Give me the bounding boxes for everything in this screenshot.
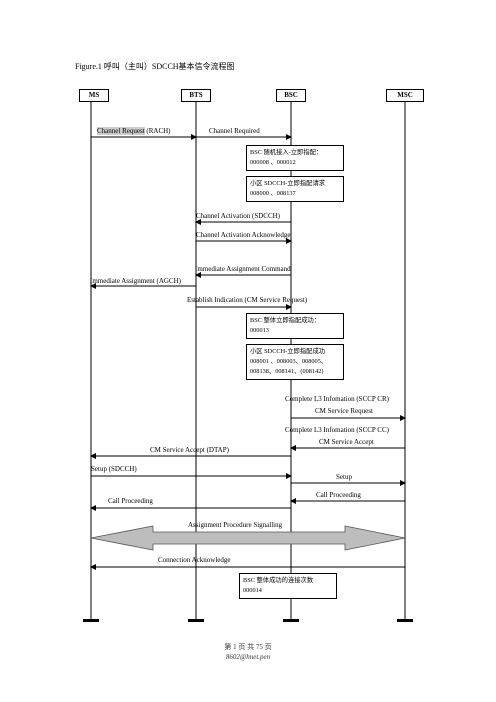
counter-box-line: 000013 (250, 327, 269, 334)
msg-channel-request: Channel Request (RACH) (97, 127, 171, 136)
msg-connection-ack: Connection Acknowledge (158, 556, 231, 564)
msg-cm-service-accept-dtap: CM Service Accept (DTAP) (150, 446, 229, 454)
footer-email: 8602@hnet.pen (225, 653, 271, 661)
counter-box-connections: BSC 整体成功的连接次数 000014 (239, 573, 337, 599)
msg-cm-service-accept: CM Service Accept (319, 438, 374, 446)
msg-setup-sdcch: Setup (SDCCH) (91, 465, 137, 473)
counter-box-assignment-success: BSC 整体立即指配成功： 000013 (246, 313, 344, 339)
counter-box-line: 008138、008141、(008142) (250, 368, 324, 375)
counter-box-line: BSC 随机接入-立即指配： (250, 149, 323, 156)
msg-immediate-assignment-agch: Immediate Assignment (AGCH) (90, 277, 181, 285)
counter-box-line: 小区 SDCCH-立即指配请求 (250, 180, 326, 187)
msg-call-proceeding-msc: Call Proceeding (316, 491, 361, 499)
msg-channel-request-name: Channel Request (97, 127, 145, 135)
counter-box-sdcch-success: 小区 SDCCH-立即指配成功 008001 、008003、008005、 0… (246, 344, 344, 380)
msg-immediate-assignment-command: Immediate Assignment Command (195, 265, 291, 273)
counter-box-line: 小区 SDCCH-立即指配成功 (250, 348, 326, 355)
msg-channel-required: Channel Required (209, 127, 260, 135)
msg-cm-service-request: CM Service Request (315, 407, 373, 415)
lifeline-foot-ms (83, 619, 99, 622)
counter-box-line: BSC 整体立即指配成功： (250, 317, 321, 324)
lifeline-foot-msc (397, 619, 413, 622)
lifeline-foot-bsc (283, 619, 299, 622)
counter-box-random-access: BSC 随机接入-立即指配： 000008 、000012 (246, 145, 344, 171)
msg-complete-l3-cc: Complete L3 Infomation (SCCP CC) (285, 426, 389, 434)
entity-bts: BTS (181, 89, 211, 102)
msg-establish-indication: Establish Indication (CM Service Request… (187, 296, 308, 304)
entity-msc: MSC (386, 89, 424, 102)
counter-box-line: 008001 、008003、008005、 (250, 358, 328, 365)
msg-setup: Setup (336, 473, 352, 481)
lifeline-foot-bts (188, 619, 204, 622)
msg-call-proceeding-ms: Call Proceeding (108, 497, 153, 505)
msg-channel-activation-ack: Channel Activation Acknowledge (196, 231, 291, 239)
entity-bsc: BSC (276, 89, 306, 102)
entity-ms: MS (79, 89, 109, 102)
page-number: 第 1 页 共 75 页 (224, 643, 272, 651)
msg-assignment-procedure: Assignment Procedure Signalling (188, 521, 283, 529)
counter-box-line: 000014 (243, 587, 262, 594)
figure-title: Figure.1 呼叫（主叫）SDCCH基本信令流程图 (75, 62, 235, 71)
arrow-assignment-procedure (90, 525, 406, 551)
msg-complete-l3-cr: Complete L3 Infomation (SCCP CR) (285, 395, 389, 403)
counter-box-line: 000008 、000012 (250, 159, 296, 166)
counter-box-sdcch-request: 小区 SDCCH-立即指配请求 008000 、008137 (246, 176, 344, 202)
msg-channel-request-channel: (RACH) (144, 127, 171, 135)
counter-box-line: 008000 、008137 (250, 190, 296, 197)
counter-box-line: BSC 整体成功的连接次数 (243, 577, 314, 584)
msg-channel-activation: Channel Activation (SDCCH) (196, 212, 280, 220)
